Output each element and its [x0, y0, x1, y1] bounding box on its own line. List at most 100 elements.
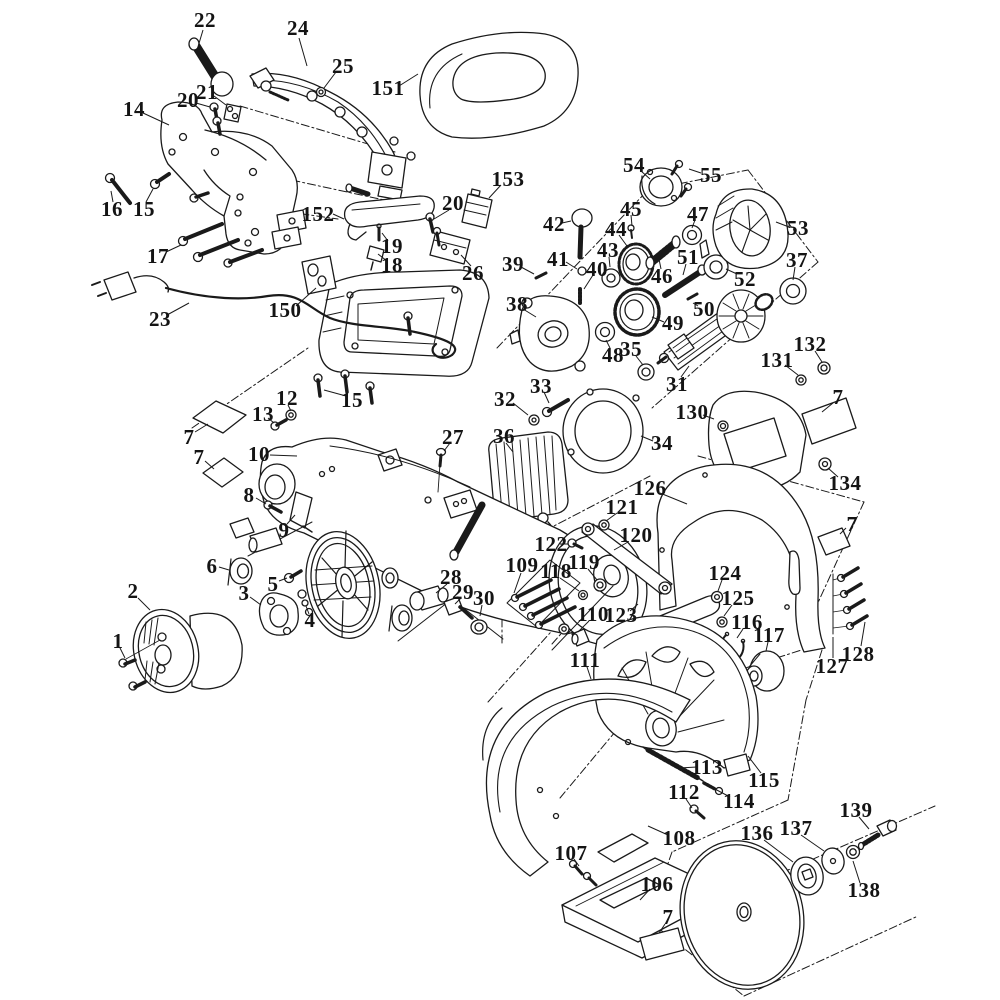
part-label-27: 27	[442, 425, 464, 449]
leader-131	[784, 364, 799, 376]
diagram-stroke	[821, 460, 829, 468]
diagram-stroke	[575, 861, 665, 907]
leader-15b	[323, 389, 347, 397]
leader-136	[763, 839, 794, 863]
leader-21	[213, 95, 227, 106]
diagram-stroke	[741, 229, 751, 253]
leader-40	[583, 274, 594, 290]
leader-14	[142, 112, 170, 126]
diagram-stroke	[465, 201, 489, 208]
diagram-stroke	[581, 522, 595, 536]
diagram-stroke	[723, 417, 787, 473]
nut	[389, 136, 399, 146]
diagram-stroke	[603, 564, 621, 586]
part-label-29: 29	[452, 580, 474, 604]
leader-7b	[204, 460, 215, 470]
diagram-stroke	[531, 596, 569, 617]
leader-48	[605, 339, 611, 349]
leader-16	[110, 190, 114, 203]
spring	[268, 90, 290, 102]
diagram-stroke	[328, 465, 336, 473]
diagram-stroke	[482, 707, 503, 761]
diagram-stroke	[732, 322, 740, 339]
diagram-stroke	[307, 263, 319, 277]
diagram-stroke	[713, 593, 721, 601]
diagram-stroke	[686, 229, 698, 241]
part-label-8: 8	[244, 483, 255, 507]
warning-label	[639, 927, 685, 961]
part-label-24: 24	[287, 16, 309, 40]
diagram-stroke	[574, 360, 586, 372]
part-label-39: 39	[502, 252, 524, 276]
leader-13	[267, 417, 275, 424]
diagram-stroke	[670, 194, 678, 202]
leader-25	[323, 71, 337, 89]
leader-128	[860, 621, 866, 647]
diagram-stroke	[318, 470, 326, 478]
diagram-stroke	[310, 536, 376, 634]
ball-41	[577, 266, 587, 276]
part-label-15a: 15	[133, 197, 155, 221]
construction-line	[747, 169, 819, 263]
diagram-stroke	[659, 547, 665, 553]
part-label-120: 120	[620, 523, 653, 547]
leader-20b	[433, 209, 450, 220]
diagram-stroke	[849, 848, 857, 856]
leader-26	[460, 254, 472, 267]
commutator	[667, 333, 695, 360]
diagram-stroke	[742, 293, 750, 310]
diagram-stroke	[194, 191, 210, 199]
diagram-stroke	[313, 596, 372, 601]
diagram-stroke	[509, 329, 521, 345]
part-label-4: 4	[305, 608, 316, 632]
diagram-stroke	[645, 256, 655, 270]
diagram-stroke	[144, 660, 148, 681]
leader-6	[218, 566, 230, 571]
diagram-stroke	[715, 221, 733, 231]
diagram-stroke	[745, 320, 760, 330]
diagram-stroke	[543, 435, 551, 515]
part-label-49: 49	[662, 311, 684, 335]
leader-30	[479, 604, 483, 617]
nut-118	[577, 589, 589, 601]
diagram-stroke	[133, 680, 147, 689]
diagram-stroke	[719, 422, 727, 430]
diagram-stroke	[683, 844, 801, 986]
leader-33	[543, 391, 550, 404]
part-label-47: 47	[687, 202, 709, 226]
diagram-stroke	[646, 168, 654, 176]
nut-110	[558, 623, 570, 635]
group-box	[506, 559, 581, 628]
diagram-stroke	[282, 626, 292, 636]
leader-27	[443, 442, 451, 452]
part-label-54: 54	[623, 153, 645, 177]
lower-guard-108	[485, 678, 691, 877]
diagram-stroke	[315, 542, 371, 628]
diagram-stroke	[844, 582, 863, 595]
washer-131	[795, 374, 807, 386]
diagram-stroke	[470, 188, 481, 197]
leader-152	[332, 213, 345, 220]
diagram-stroke	[210, 147, 220, 157]
part-label-108: 108	[663, 826, 696, 850]
diagram-stroke	[346, 291, 354, 299]
part-label-111: 111	[570, 648, 601, 672]
diagram-stroke	[577, 224, 584, 260]
diagram-stroke	[748, 653, 761, 668]
diagram-stroke	[97, 292, 107, 297]
diagram-stroke	[785, 283, 801, 299]
pivot-pin	[347, 185, 371, 197]
diagram-stroke	[580, 592, 586, 598]
leader-114	[712, 787, 731, 798]
diagram-stroke	[749, 229, 769, 241]
part-label-1: 1	[113, 629, 124, 653]
diagram-stroke	[357, 297, 445, 345]
part-label-45: 45	[620, 197, 642, 221]
diagram-stroke	[244, 239, 252, 247]
nut-25	[315, 86, 327, 98]
part-label-46: 46	[651, 264, 673, 288]
diagram-stroke	[441, 348, 449, 356]
washer-137	[821, 847, 845, 875]
bearing-37	[779, 277, 807, 305]
end-cap-cone	[189, 612, 243, 690]
